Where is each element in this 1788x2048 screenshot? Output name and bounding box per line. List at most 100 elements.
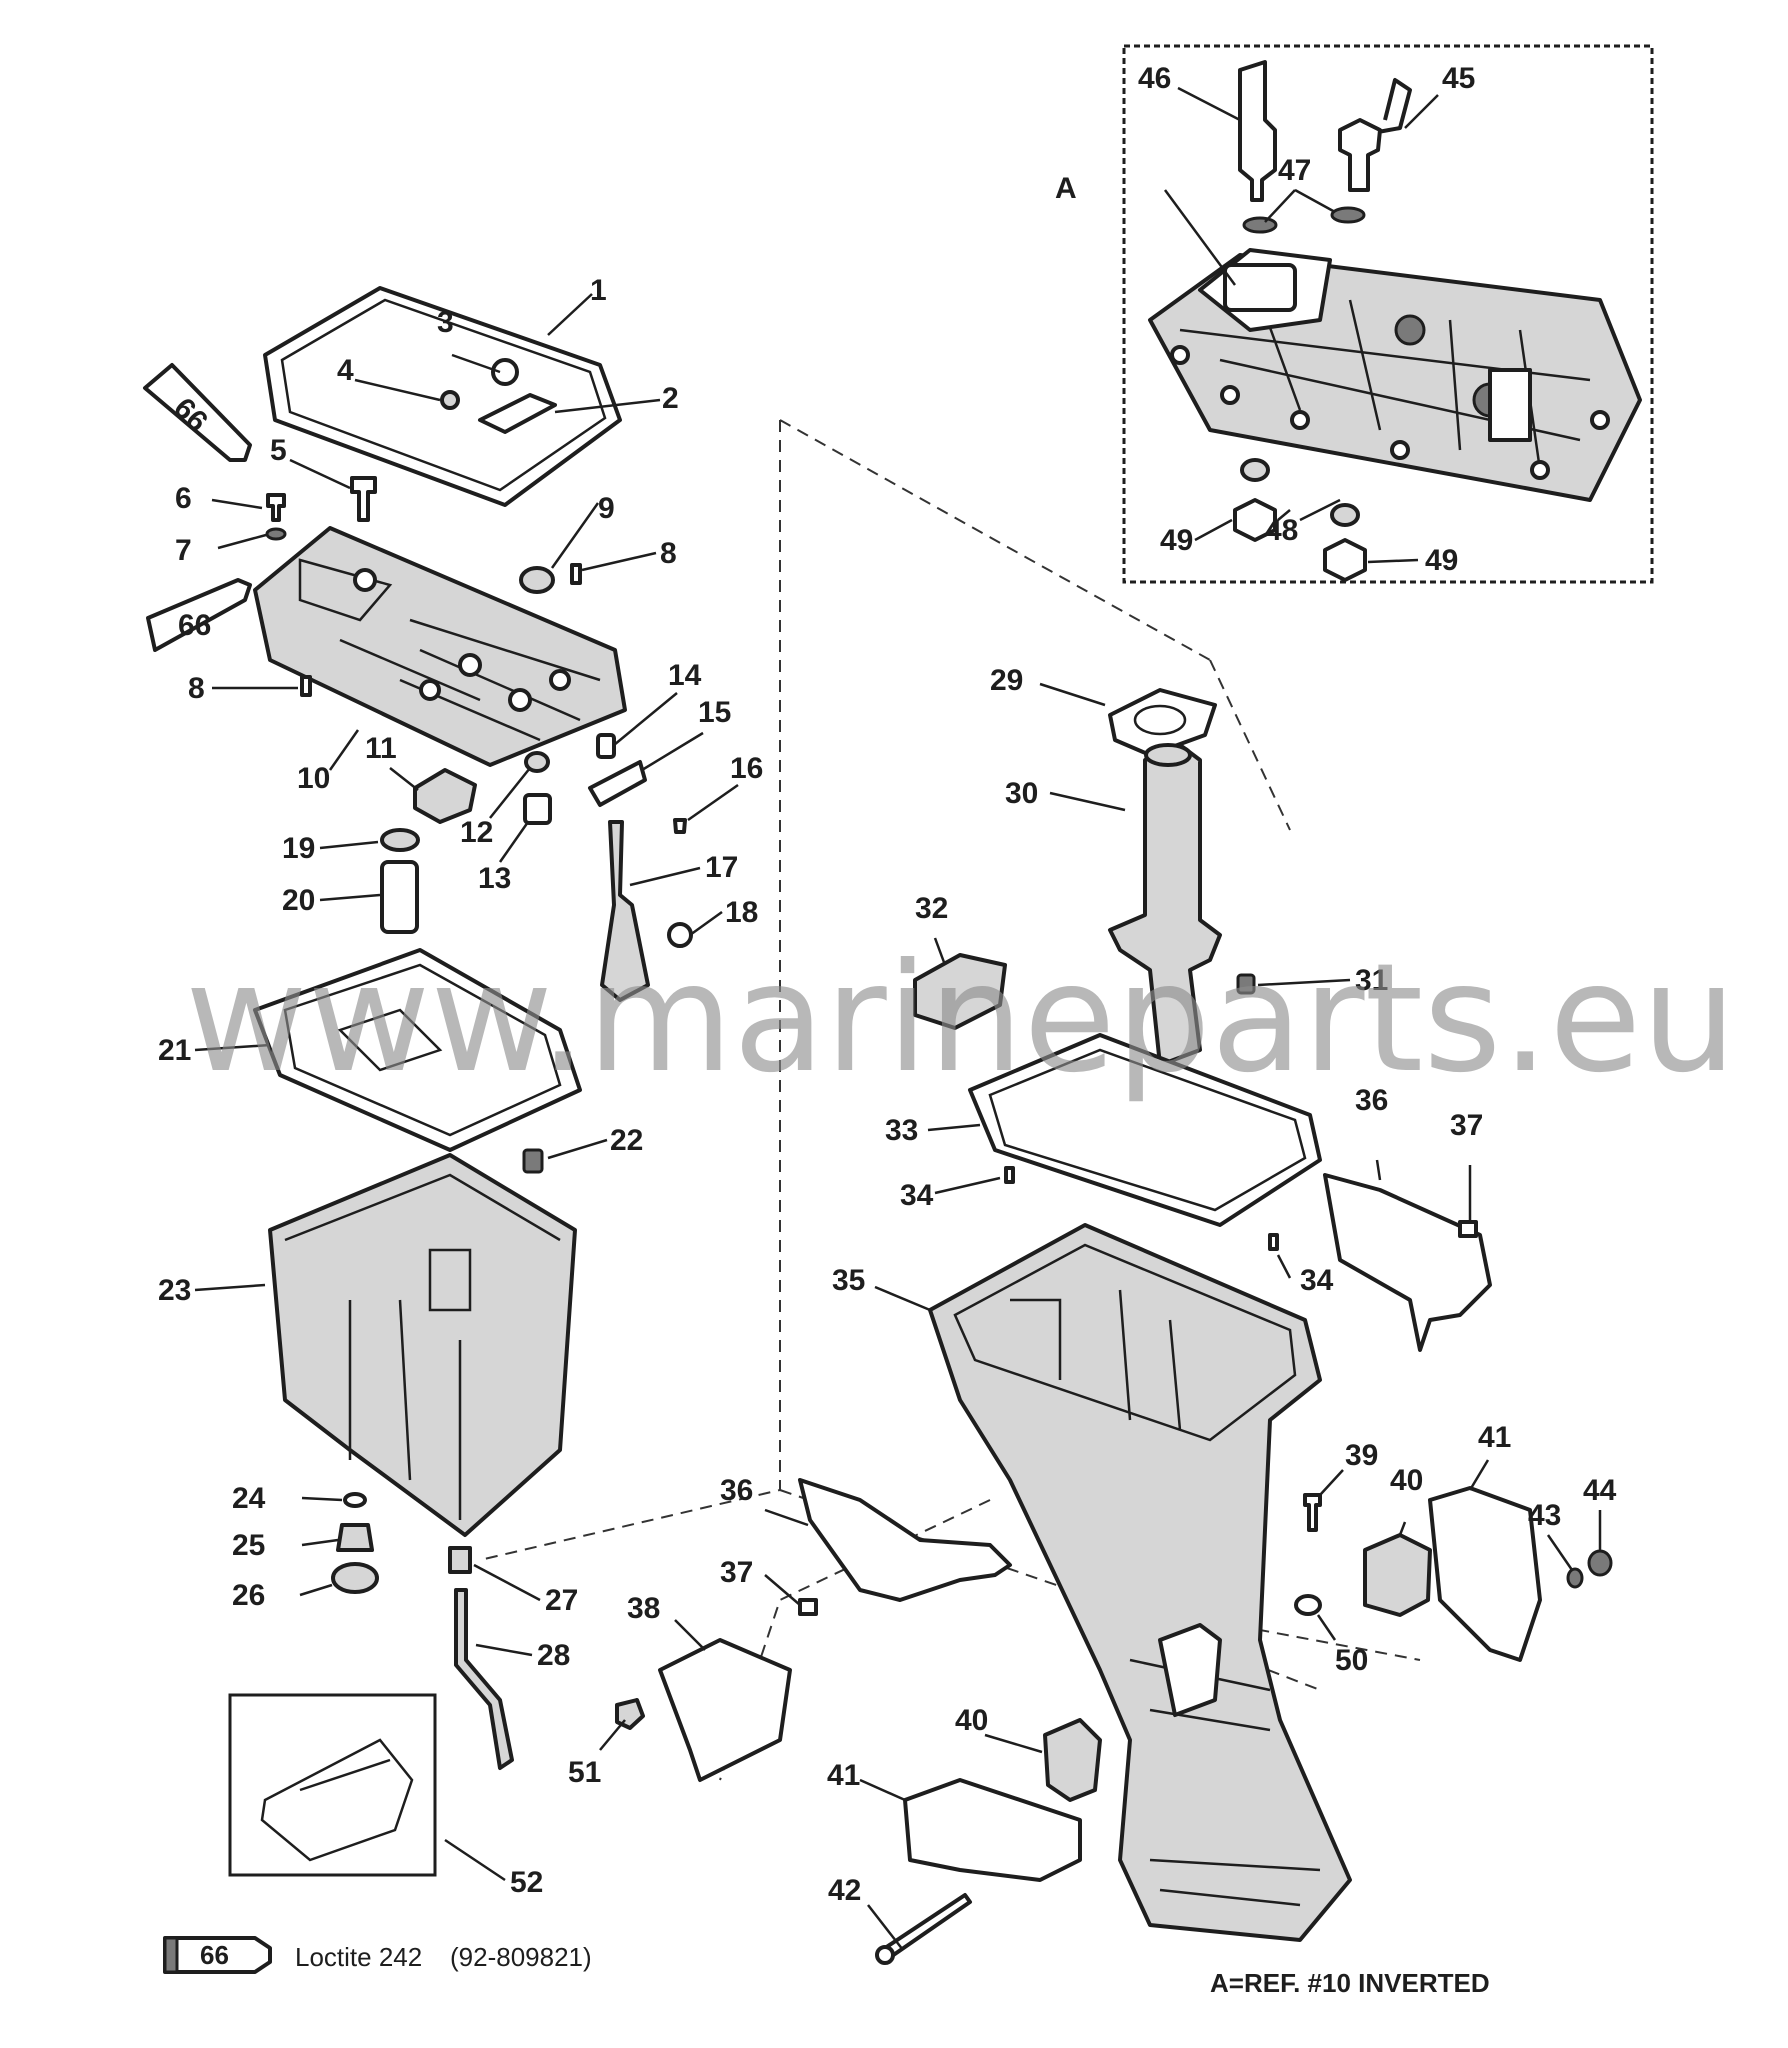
callout-7: 7: [175, 534, 192, 567]
callout-28: 28: [537, 1639, 570, 1672]
screw-37-left: [798, 1598, 818, 1616]
tube-label-lower: 66: [178, 609, 211, 642]
grommet-26: [331, 1562, 379, 1594]
plug-4: [440, 390, 460, 410]
callout-20: 20: [282, 884, 315, 917]
callout-39: 39: [1345, 1439, 1378, 1472]
callout-49-right: 49: [1425, 544, 1458, 577]
water-tube-20: [380, 860, 419, 934]
plug-25: [336, 1523, 374, 1552]
trim-tab-38: [658, 1638, 792, 1782]
legend-sealant-text: Loctite 242: [295, 1942, 422, 1972]
washer-7: [265, 527, 287, 541]
callout-49-left: 49: [1160, 524, 1193, 557]
adapter-plate-10: [253, 526, 627, 767]
screw-37-right: [1458, 1220, 1478, 1238]
bolt-5: [350, 476, 377, 522]
callout-37-right: 37: [1450, 1109, 1483, 1142]
callout-41-lower: 41: [827, 1759, 860, 1792]
callout-40-upper: 40: [1390, 1464, 1423, 1497]
nut-44: [1587, 1549, 1613, 1577]
callout-51: 51: [568, 1756, 601, 1789]
callout-24: 24: [232, 1482, 266, 1515]
callout-30: 30: [1005, 777, 1038, 810]
screw-16: [673, 818, 687, 834]
callout-26: 26: [232, 1579, 265, 1612]
inset-ref-10-inverted: A 46 45 47 49 48 49: [1055, 44, 1654, 584]
dowel-8-left: [300, 675, 312, 697]
bushing-27: [448, 1546, 472, 1574]
callout-27: 27: [545, 1584, 578, 1617]
callout-18: 18: [725, 896, 758, 929]
callout-36-left: 36: [720, 1474, 753, 1507]
callout-25: 25: [232, 1529, 265, 1562]
sealant-legend: 66 Loctite 242 (92-809821): [163, 1936, 592, 1974]
washer-43: [1566, 1567, 1584, 1589]
callout-17: 17: [705, 851, 738, 884]
callout-23: 23: [158, 1274, 191, 1307]
bolt-6: [266, 493, 286, 522]
watermark: www.marineparts.eu: [185, 932, 1737, 1106]
bushing-13: [523, 793, 552, 825]
exhaust-housing-23: [268, 1153, 577, 1537]
nut-49-left: [1233, 498, 1277, 542]
exhaust-tube-30: [1108, 743, 1222, 1067]
callout-29: 29: [990, 664, 1023, 697]
callout-34-right: 34: [1300, 1264, 1334, 1297]
callout-47: 47: [1278, 154, 1311, 187]
callout-4: 4: [337, 354, 354, 387]
callout-15: 15: [698, 696, 731, 729]
bushing-14: [596, 733, 616, 759]
callout-35: 35: [832, 1264, 865, 1297]
oring-19: [380, 828, 420, 852]
shift-shaft-45: [1338, 78, 1412, 192]
callout-34-left: 34: [900, 1179, 934, 1212]
callout-16: 16: [730, 752, 763, 785]
shift-shaft-28: [454, 1588, 514, 1770]
plug-50: [1294, 1594, 1322, 1616]
gasket-21: [253, 948, 582, 1152]
bushing-12: [524, 751, 550, 773]
driveshaft-housing-35: [928, 1223, 1352, 1942]
washer-48-left: [1240, 458, 1270, 482]
nut-49-right: [1323, 538, 1367, 582]
callout-21: 21: [158, 1034, 191, 1067]
washer-48-right: [1330, 503, 1360, 527]
callout-36-right: 36: [1355, 1084, 1388, 1117]
driveshaft-housing-group: 29 30 31 32 33 34 34 35 36 37 36 37 38 3…: [568, 664, 1617, 1965]
callout-46: 46: [1138, 62, 1171, 95]
anode-40-lower: [1043, 1718, 1102, 1802]
bracket-32: [913, 953, 1007, 1030]
gasket-24: [343, 1492, 367, 1508]
callout-45: 45: [1442, 62, 1475, 95]
dowel-34-left: [1004, 1166, 1015, 1184]
callout-9: 9: [598, 492, 615, 525]
callout-43: 43: [1528, 1499, 1561, 1532]
callout-31: 31: [1355, 964, 1388, 997]
cover-41-upper: [1428, 1486, 1542, 1662]
cover-36-left: [798, 1478, 1012, 1602]
adapter-plate-group: 66 66: [143, 274, 763, 1899]
seal-11: [413, 768, 477, 824]
shift-rod-46: [1238, 60, 1277, 202]
callout-37-left: 37: [720, 1556, 753, 1589]
callout-38: 38: [627, 1592, 660, 1625]
callout-32: 32: [915, 892, 948, 925]
callout-3: 3: [437, 306, 454, 339]
anode-40-upper: [1363, 1533, 1432, 1617]
legend-tube-code: 66: [200, 1940, 229, 1970]
callout-14: 14: [668, 659, 702, 692]
callout-41-upper: 41: [1478, 1421, 1511, 1454]
cap-3: [491, 358, 519, 386]
box-52: [228, 1693, 437, 1877]
shift-shaft-17: [600, 820, 650, 1002]
callout-8-left: 8: [188, 672, 205, 705]
dowel-8-right: [570, 563, 582, 585]
callout-5: 5: [270, 434, 287, 467]
plug-22: [522, 1148, 544, 1174]
legend-part-number: (92-809821): [450, 1942, 592, 1972]
clip-2: [478, 393, 557, 434]
callout-6: 6: [175, 482, 192, 515]
callout-22: 22: [610, 1124, 643, 1157]
